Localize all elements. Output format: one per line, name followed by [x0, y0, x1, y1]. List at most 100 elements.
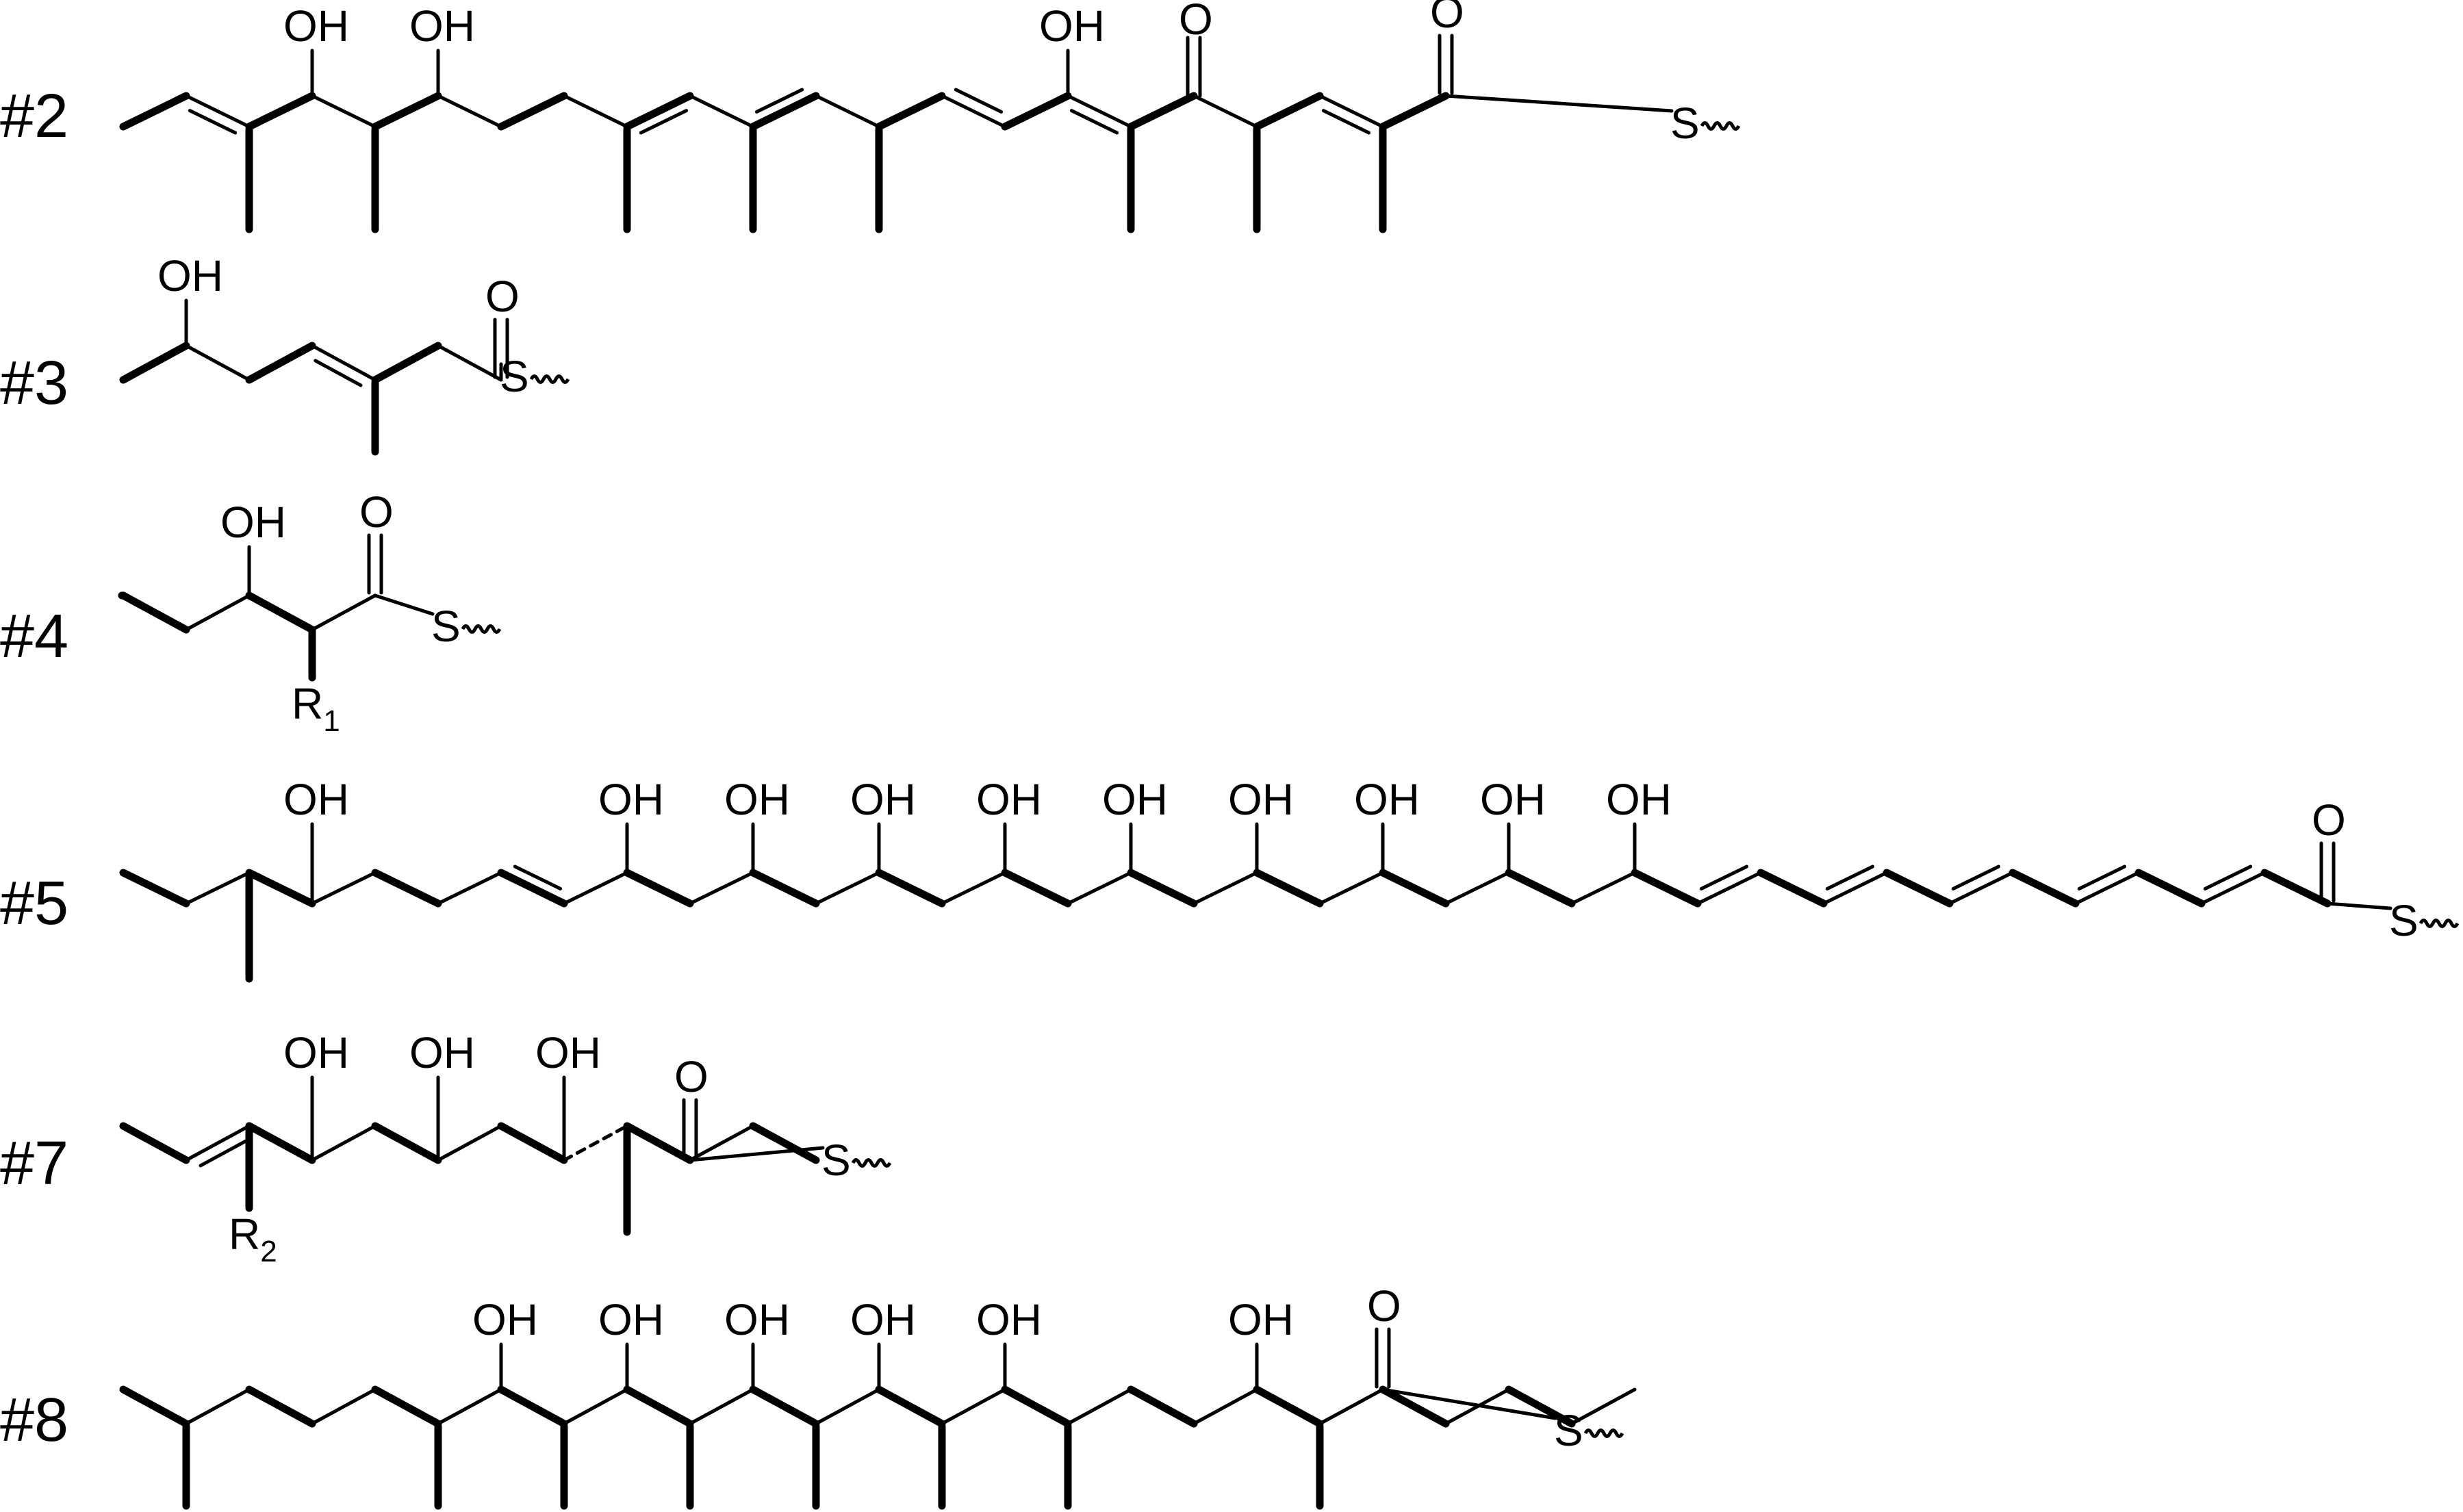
attachment-wavy-bond: [2419, 919, 2460, 928]
sulfur-label: S: [1670, 99, 1700, 148]
oxygen-label: O: [1179, 0, 1213, 44]
hydroxyl-label: OH: [157, 251, 223, 300]
row-label: #8: [0, 1386, 68, 1455]
bond: [1001, 869, 1072, 908]
bond: [245, 342, 316, 384]
sulfur-label: S: [821, 1136, 851, 1185]
double-bond-line: [513, 864, 563, 890]
hydroxyl-label: OH: [976, 775, 1042, 824]
hydroxyl-label: OH: [850, 775, 916, 824]
bond: [436, 1387, 503, 1426]
attachment-wavy-bond: [461, 624, 502, 634]
substituent-symbol: R: [229, 1209, 260, 1259]
bond: [1379, 869, 1450, 908]
bond: [1631, 869, 1702, 908]
double-bond-line: [314, 359, 363, 387]
bond: [1192, 94, 1259, 129]
bond: [1757, 869, 1828, 908]
bond: [1127, 92, 1198, 131]
bond: [436, 1124, 503, 1162]
bond: [371, 1122, 442, 1164]
bond: [749, 1122, 820, 1164]
double-bond-line: [1951, 864, 2001, 890]
substituent-label: R2: [229, 1209, 277, 1268]
bond: [310, 344, 377, 382]
bond: [1444, 871, 1511, 906]
bond: [184, 593, 251, 632]
bond: [1001, 92, 1072, 131]
bond: [1379, 1385, 1450, 1428]
hydroxyl-label: OH: [283, 775, 349, 824]
hydroxyl-label: OH: [1480, 775, 1546, 824]
oxygen-label: O: [2312, 795, 2346, 845]
bond: [1318, 94, 1385, 129]
hydroxyl-label: OH: [409, 1028, 475, 1077]
bond: [749, 92, 820, 131]
double-bond-line: [199, 1139, 248, 1168]
bond: [2008, 869, 2080, 908]
bond: [623, 1385, 694, 1428]
substituent-label: R1: [292, 679, 340, 738]
bond: [371, 342, 442, 384]
bond: [623, 1122, 694, 1164]
bond: [688, 94, 755, 129]
hydroxyl-label: OH: [976, 1295, 1042, 1344]
bond: [814, 1387, 881, 1426]
double-bond-line: [954, 88, 1004, 114]
double-bond-line: [1069, 109, 1119, 135]
bond: [1318, 871, 1385, 906]
bond: [184, 94, 251, 129]
bond: [119, 591, 190, 634]
attachment-wavy-bond: [1700, 121, 1741, 131]
substituent-subscript: 1: [323, 704, 340, 738]
double-bond-line: [1321, 109, 1371, 135]
sulfur-label: S: [431, 602, 461, 651]
bond: [497, 1385, 568, 1428]
bond: [1001, 1385, 1072, 1428]
hydroxyl-label: OH: [535, 1028, 601, 1077]
bond: [1253, 92, 1324, 131]
bond: [436, 871, 503, 906]
hydroxyl-label: OH: [1039, 1, 1105, 51]
bond: [688, 871, 755, 906]
bond: [119, 1122, 190, 1164]
bond: [245, 591, 316, 634]
double-bond-line: [1825, 864, 1875, 890]
double-bond-line: [2203, 864, 2253, 890]
c-s-bond: [373, 593, 435, 616]
double-bond-line: [2077, 864, 2127, 890]
bond: [1505, 1385, 1576, 1428]
bond: [245, 92, 316, 131]
row-label: #2: [0, 82, 68, 151]
bond: [2260, 869, 2332, 908]
hydroxyl-label: OH: [283, 1, 349, 51]
bond: [1379, 92, 1450, 131]
bond: [688, 1387, 755, 1426]
bond: [184, 871, 251, 906]
oxygen-label: O: [1367, 1281, 1401, 1331]
c-s-bond: [2325, 901, 2392, 910]
bond: [875, 92, 946, 131]
bond: [875, 1385, 946, 1428]
bond: [749, 869, 820, 908]
bond: [1066, 94, 1133, 129]
bond: [875, 869, 946, 908]
bond: [1066, 1387, 1133, 1426]
attachment-wavy-bond: [1583, 1428, 1624, 1438]
bond: [1570, 871, 1637, 906]
hydroxyl-label: OH: [1102, 775, 1168, 824]
hydroxyl-label: OH: [1228, 1295, 1294, 1344]
bond: [1127, 869, 1198, 908]
bond: [1318, 1387, 1385, 1426]
bond: [1570, 1387, 1637, 1426]
substituent-subscript: 2: [260, 1235, 277, 1268]
bond: [245, 1122, 316, 1164]
hydroxyl-label: OH: [598, 775, 664, 824]
c-s-bond: [1381, 1387, 1557, 1420]
sulfur-label: S: [2389, 896, 2419, 945]
bond: [1948, 871, 2015, 906]
